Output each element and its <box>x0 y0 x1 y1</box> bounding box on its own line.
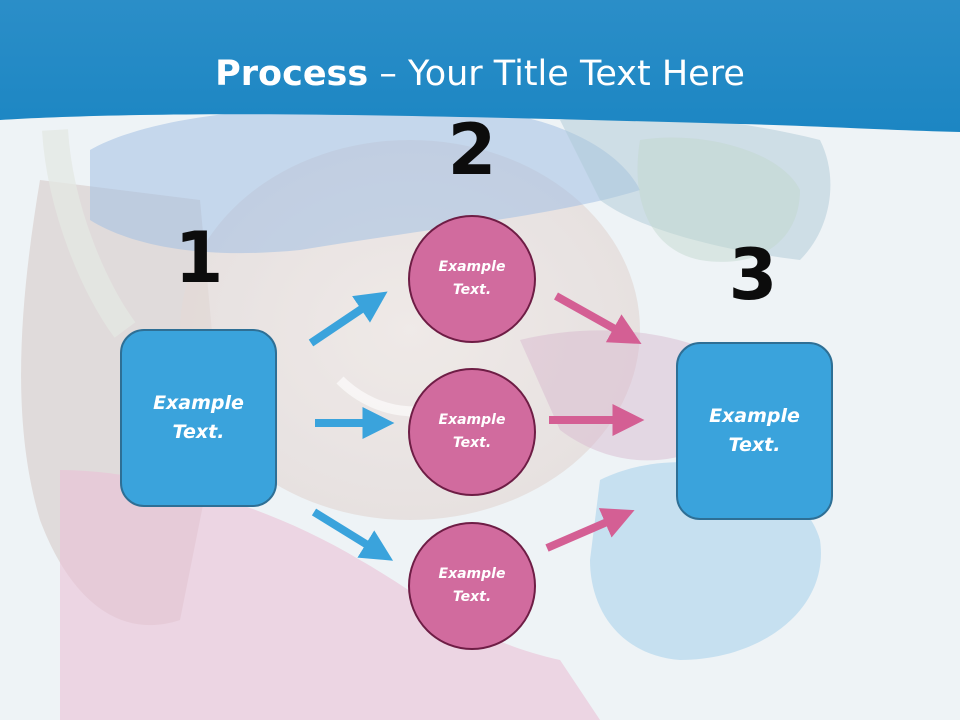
arrow-icon <box>554 292 642 344</box>
arrow-icon <box>308 291 388 347</box>
step-1-box: Example Text. <box>120 329 277 507</box>
circle-bottom-label: Example Text. <box>438 566 506 605</box>
step-3-box: Example Text. <box>676 342 833 520</box>
title-bold: Process <box>215 54 369 94</box>
step-number-2: 2 <box>447 109 497 191</box>
arrow-icon <box>311 508 394 561</box>
circle-top-label: Example Text. <box>438 259 506 298</box>
circle-middle-label: Example Text. <box>438 412 506 451</box>
circle-top: Example Text. <box>408 215 536 343</box>
title-rest: – Your Title Text Here <box>368 54 745 94</box>
circle-bottom: Example Text. <box>408 522 536 650</box>
circle-middle: Example Text. <box>408 368 536 496</box>
step-number-1: 1 <box>174 217 224 299</box>
arrow-icon <box>545 508 635 552</box>
step-number-3: 3 <box>728 234 778 316</box>
step-1-label: Example Text. <box>153 392 244 443</box>
page-title: Process – Your Title Text Here <box>0 52 960 96</box>
step-3-label: Example Text. <box>709 405 800 456</box>
